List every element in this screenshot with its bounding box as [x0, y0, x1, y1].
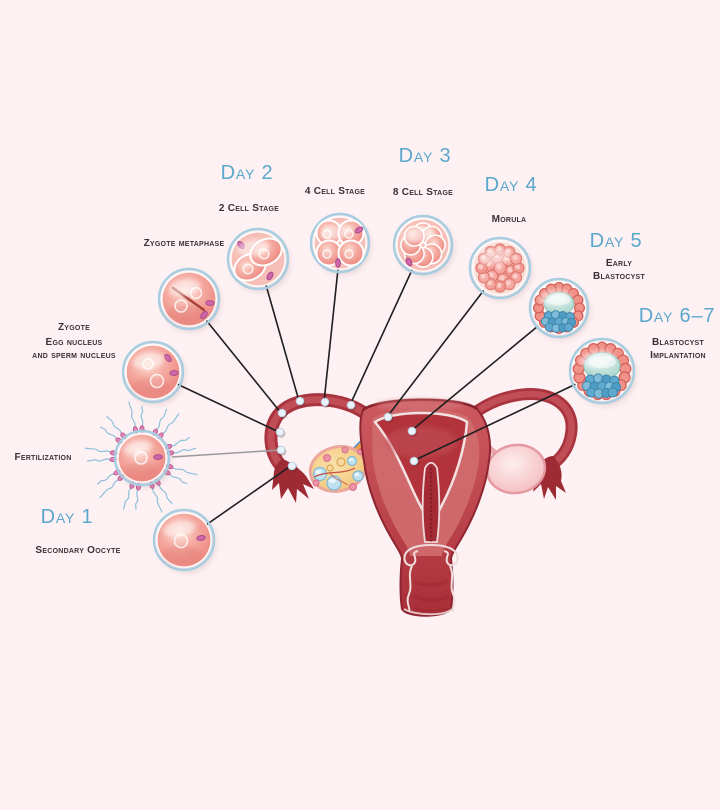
label-zygote-nuclei: Egg nucleus and sperm nucleus	[32, 337, 116, 361]
stage-fertilization	[84, 401, 198, 513]
label-early-blastocyst: Early Blastocyst	[593, 258, 645, 282]
day3-heading: Day 3	[398, 145, 452, 167]
stage-zygote-metaphase	[157, 267, 222, 333]
label-secondary-oocyte: Secondary Oocyte	[35, 545, 121, 556]
fimbriae-left	[272, 459, 314, 503]
stage-two-cell	[226, 227, 291, 293]
uterus-body	[359, 398, 492, 617]
stage-zygote	[121, 340, 186, 406]
label-two-cell: 2 Cell Stage	[218, 203, 280, 214]
ovary-left	[308, 445, 368, 493]
day6-7-heading: Day 6–7	[638, 305, 716, 327]
day4-heading: Day 4	[484, 174, 538, 196]
stage-secondary-oocyte	[152, 508, 217, 574]
label-eight-cell: 8 Cell Stage	[392, 187, 454, 198]
stage-blastocyst-implantation	[568, 337, 637, 407]
label-four-cell: 4 Cell Stage	[304, 186, 366, 197]
stage-morula	[468, 236, 533, 302]
stage-four-cell	[309, 212, 372, 276]
label-morula: Morula	[491, 214, 527, 225]
fallopian-tube-left	[264, 393, 373, 480]
label-zygote: Zygote	[57, 322, 91, 333]
fallopian-tube-right	[470, 388, 578, 472]
day2-heading: Day 2	[220, 162, 274, 184]
uterus-illustration	[264, 388, 578, 617]
stage-eight-cell	[392, 214, 455, 278]
day1-heading: Day 1	[40, 506, 94, 528]
connector-lines	[171, 268, 577, 526]
day5-heading: Day 5	[589, 230, 643, 252]
label-fertilization: Fertilization	[14, 452, 72, 463]
tube-marker-dots	[275, 396, 420, 472]
stage-early-blastocyst	[528, 277, 591, 341]
label-blastocyst-implantation: Blastocyst Implantation	[650, 337, 706, 361]
label-zygote-metaphase: Zygote metaphase	[143, 238, 225, 249]
